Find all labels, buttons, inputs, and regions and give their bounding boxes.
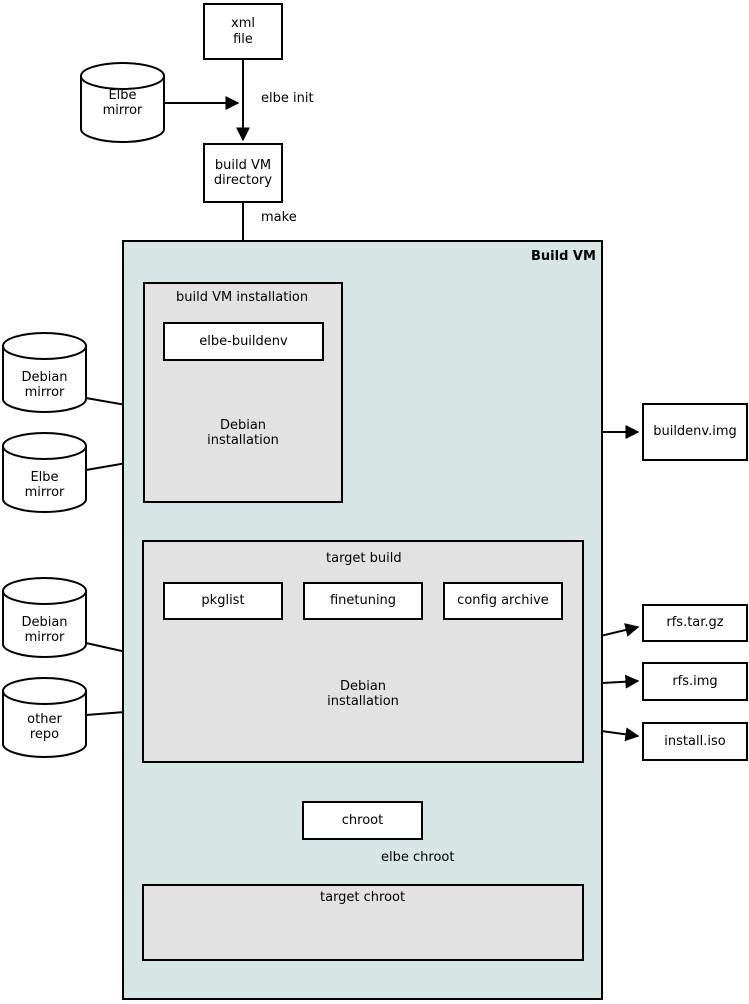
- cylinder-elbe-mirror-top-line1: Elbe: [108, 88, 137, 103]
- node-buildenv-img[interactable]: buildenv.img: [642, 403, 748, 461]
- node-chroot[interactable]: chroot: [302, 801, 423, 840]
- edge-label-elbe-init: elbe init: [261, 91, 314, 106]
- cylinder-elbe-mirror-top-line2: mirror: [102, 103, 143, 119]
- cylinder-debian-mirror-upper-line1: Debian: [21, 370, 68, 385]
- cylinder-debian-mirror-lower-line1: Debian: [21, 615, 68, 630]
- node-xml-file-line2: file: [233, 31, 253, 47]
- node-elbe-buildenv[interactable]: elbe-buildenv: [163, 322, 324, 361]
- node-finetuning-label: finetuning: [329, 593, 397, 609]
- node-config-archive[interactable]: config archive: [443, 582, 563, 620]
- cylinder-elbe-mirror-top: [80, 62, 165, 144]
- node-xml-file-line1: xml: [231, 16, 255, 32]
- node-xml-file[interactable]: xml file: [203, 3, 283, 60]
- cylinder-debian-mirror-lower: [2, 577, 87, 659]
- edge-label-make: make: [261, 210, 297, 225]
- cylinder-elbe-mirror-lower-line2: mirror: [24, 485, 65, 501]
- cylinder-elbe-mirror-lower: [2, 432, 87, 514]
- node-chroot-label: chroot: [341, 812, 384, 828]
- node-install-iso-label: install.iso: [664, 733, 726, 749]
- target-chroot-title: target chroot: [320, 890, 406, 905]
- target-build-container: [142, 540, 584, 763]
- target-chroot-container: [142, 884, 584, 961]
- debian-installation-vm-line1: Debian: [219, 418, 267, 433]
- cylinder-debian-mirror-upper: [2, 332, 87, 414]
- node-rfs-img[interactable]: rfs.img: [642, 662, 748, 701]
- node-build-vm-directory[interactable]: build VM directory: [203, 143, 283, 203]
- node-rfs-targz[interactable]: rfs.tar.gz: [642, 604, 748, 642]
- node-finetuning[interactable]: finetuning: [303, 582, 423, 620]
- cylinder-debian-mirror-lower-line2: mirror: [24, 630, 65, 646]
- node-elbe-buildenv-label: elbe-buildenv: [199, 333, 288, 349]
- node-pkglist[interactable]: pkglist: [163, 582, 283, 620]
- node-build-vm-directory-line2: directory: [213, 173, 273, 188]
- node-config-archive-label: config archive: [457, 593, 549, 609]
- node-buildenv-img-label: buildenv.img: [653, 424, 737, 440]
- cylinder-other-repo-line1: other: [27, 712, 62, 727]
- debian-installation-vm-line2: installation: [207, 433, 279, 449]
- edge-label-elbe-chroot: elbe chroot: [381, 850, 455, 865]
- target-build-title: target build: [326, 551, 402, 566]
- node-rfs-img-label: rfs.img: [672, 673, 718, 689]
- cylinder-other-repo: [2, 677, 87, 759]
- node-pkglist-label: pkglist: [201, 593, 245, 609]
- build-vm-installation-container: [143, 282, 343, 503]
- node-build-vm-directory-line1: build VM: [214, 157, 272, 173]
- cylinder-other-repo-line2: repo: [29, 727, 60, 743]
- build-vm-title: Build VM: [531, 249, 596, 264]
- build-vm-installation-title: build VM installation: [176, 290, 309, 305]
- node-rfs-targz-label: rfs.tar.gz: [666, 615, 724, 631]
- cylinder-elbe-mirror-lower-line1: Elbe: [30, 470, 59, 485]
- node-install-iso[interactable]: install.iso: [642, 722, 748, 761]
- debian-installation-target-line1: Debian: [339, 679, 387, 694]
- cylinder-debian-mirror-upper-line2: mirror: [24, 385, 65, 401]
- debian-installation-target-line2: installation: [327, 694, 399, 710]
